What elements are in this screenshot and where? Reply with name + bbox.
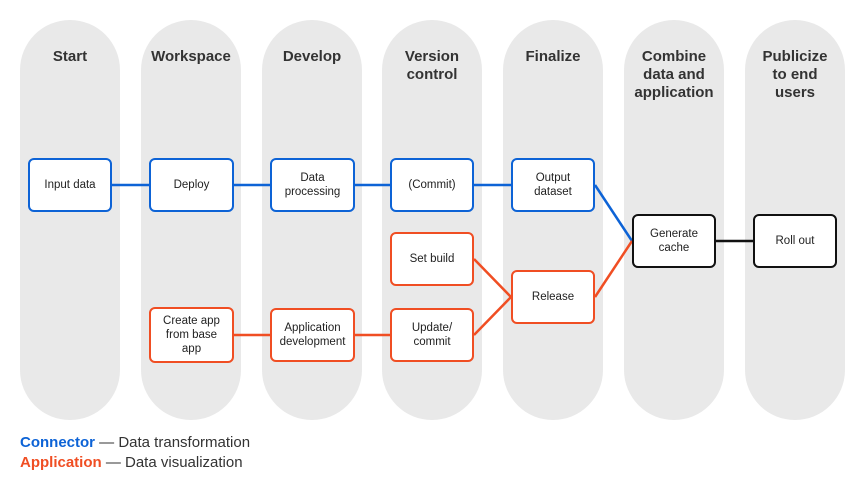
legend-connector-key: Connector: [20, 434, 95, 451]
node-set-build[interactable]: Set build: [390, 232, 474, 286]
lane-title-combine: Combine data and application: [634, 48, 714, 101]
node-input-data[interactable]: Input data: [28, 158, 112, 212]
node-data-processing[interactable]: Data processing: [270, 158, 355, 212]
legend-application-desc: — Data visualization: [101, 454, 243, 471]
node-update-commit[interactable]: Update/ commit: [390, 308, 474, 362]
legend-application: Application — Data visualization: [20, 454, 243, 472]
lane-title-version-control: Version control: [404, 48, 460, 83]
node-release[interactable]: Release: [511, 270, 595, 324]
node-generate-cache[interactable]: Generate cache: [632, 214, 716, 268]
lane-finalize: [503, 20, 603, 420]
edge-setbuild-release: [473, 258, 512, 298]
lane-title-develop: Develop: [282, 48, 342, 65]
lane-title-publicize: Publicize to end users: [762, 48, 828, 101]
legend-application-key: Application: [20, 454, 102, 471]
node-app-development[interactable]: Application development: [270, 308, 355, 362]
lane-title-start: Start: [52, 48, 88, 65]
lane-title-finalize: Finalize: [525, 48, 581, 65]
node-roll-out[interactable]: Roll out: [753, 214, 837, 268]
node-output-dataset[interactable]: Output dataset: [511, 158, 595, 212]
edge-release-cache: [593, 240, 634, 298]
legend-connector-desc: — Data transformation: [95, 434, 251, 451]
node-deploy[interactable]: Deploy: [149, 158, 234, 212]
lane-start: [20, 20, 120, 420]
legend-connector: Connector — Data transformation: [20, 434, 250, 452]
node-commit[interactable]: (Commit): [390, 158, 474, 212]
edge-update-release: [473, 296, 512, 336]
node-create-app[interactable]: Create app from base app: [149, 307, 234, 363]
edge-output-cache: [593, 184, 634, 242]
lane-title-workspace: Workspace: [151, 48, 231, 65]
